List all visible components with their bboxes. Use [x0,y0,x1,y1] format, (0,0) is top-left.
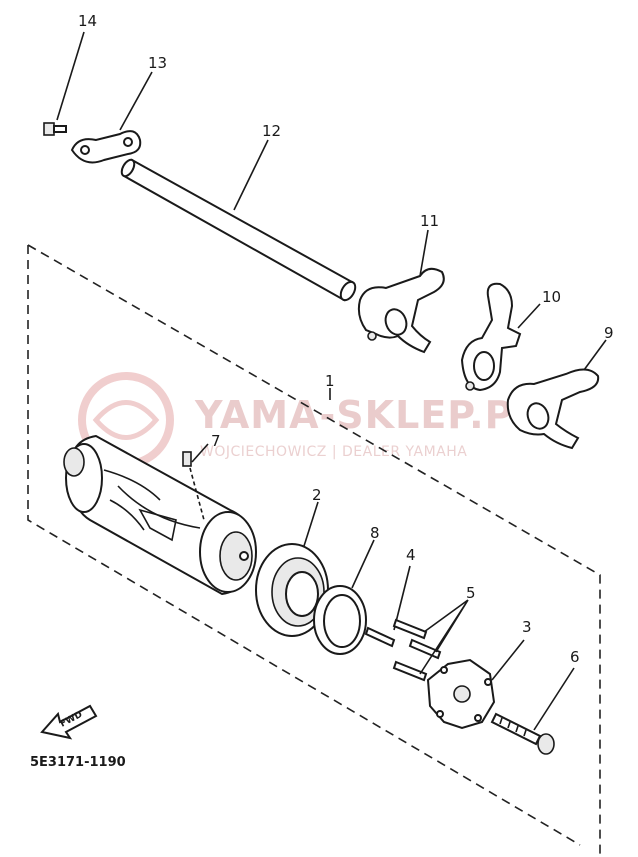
leader-3 [491,639,525,681]
part-8-circlip [313,585,367,655]
part-11-shift-fork [357,267,445,354]
watermark-logo-inner [92,400,160,440]
leader-14 [56,31,85,121]
callout-5: 5 [466,584,476,602]
part-9-shift-fork [506,368,600,450]
part-14-bolt [43,122,67,136]
callout-14: 14 [78,12,97,30]
callout-13: 13 [148,54,167,72]
callout-6: 6 [570,648,580,666]
leader-7-guide [189,467,205,521]
leader-13 [119,71,153,131]
callout-9: 9 [604,324,614,342]
watermark-subtitle: WOJCIECHOWICZ | DEALER YAMAHA [200,444,467,460]
callout-2: 2 [312,486,322,504]
part-6-screw [490,712,555,755]
callout-7: 7 [211,432,221,450]
callout-8: 8 [370,524,380,542]
part-5-pins [392,618,442,682]
assembly-boundary [27,244,601,855]
part-3-segment [426,658,496,730]
fwd-arrow-icon: FWD [40,704,98,740]
leader-8 [351,539,375,589]
leader-9 [583,339,607,371]
leader-11 [419,229,429,277]
part-7-pin [182,451,192,467]
leader-12 [233,139,269,211]
callout-3: 3 [522,618,532,636]
leader-6 [533,667,575,731]
part-1-shift-drum [63,434,257,596]
leader-5 [419,599,469,675]
part-13-plate [70,130,142,164]
part-2-bearing [255,543,329,637]
leader-7 [191,443,209,463]
watermark-title: YAMA-SKLEP.PL [194,393,539,437]
callout-10: 10 [542,288,561,306]
part-10-shift-fork [460,282,522,392]
part-12-guide-bar [120,158,357,302]
leader-2 [303,501,319,547]
callout-11: 11 [420,212,439,230]
callout-4: 4 [406,546,416,564]
watermark: YAMA-SKLEP.PL WOJCIECHOWICZ | DEALER YAM… [78,372,539,468]
part-4-pin [364,626,396,648]
leader-10 [517,303,541,329]
diagram-code: 5E3171-1190 [30,755,126,770]
callout-12: 12 [262,122,281,140]
callout-1: 1 [325,372,335,390]
